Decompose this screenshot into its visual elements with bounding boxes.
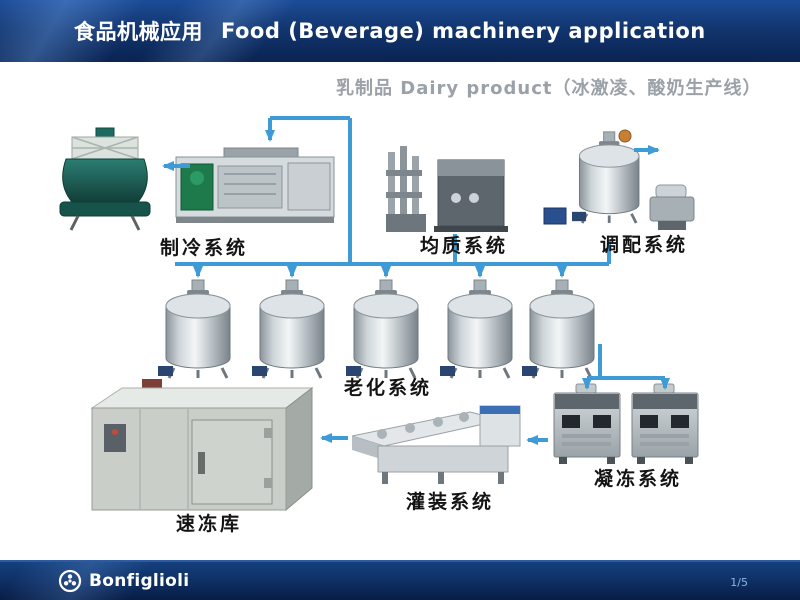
mixer-motor [618, 129, 632, 143]
title-en: Food (Beverage) machinery application [221, 19, 706, 43]
aging-tank-1 [156, 278, 232, 380]
freezer-room [90, 379, 314, 512]
label-freezing-system: 凝冻系统 [594, 468, 683, 490]
label-aging-system: 老化系统 [344, 377, 433, 399]
label-blending-system: 调配系统 [600, 234, 689, 256]
brand-name: Bonfiglioli [89, 571, 190, 591]
colloid-mill [649, 184, 695, 230]
filling-machine [351, 405, 521, 484]
blending-tank [570, 130, 641, 225]
feed-pump [543, 207, 567, 225]
label-homogenizing-system: 均质系统 [420, 235, 509, 257]
chiller-unit [175, 147, 335, 223]
aging-tank-5 [520, 278, 596, 380]
label-filling-system: 灌装系统 [406, 491, 495, 513]
aging-tank-3 [344, 278, 420, 380]
subtitle: 乳制品 Dairy product（冰激凌、酸奶生产线） [336, 78, 762, 99]
title-zh: 食品机械应用 [74, 20, 203, 44]
blending-system [543, 129, 695, 230]
aging-tank-4 [438, 278, 514, 380]
flow-arrows [162, 116, 670, 445]
freezing-cabinet-1 [553, 383, 621, 465]
slide-header: 食品机械应用 Food (Beverage) machinery applica… [0, 0, 800, 62]
aging-tanks [156, 278, 596, 380]
aging-tank-2 [250, 278, 326, 380]
bonfiglioli-logo-icon [58, 569, 82, 593]
page-title: 食品机械应用 Food (Beverage) machinery applica… [74, 0, 706, 62]
page-number: 1/5 [730, 576, 748, 589]
slide-footer: Bonfiglioli 1/5 [0, 560, 800, 600]
bonfiglioli-logo: Bonfiglioli [58, 562, 189, 600]
label-cooling-system: 制冷系统 [160, 237, 249, 259]
label-quick-freezing-room: 速冻库 [176, 513, 243, 535]
freezing-cabinet-2 [631, 383, 699, 465]
homogenizer [386, 146, 508, 232]
cooling-tower [59, 127, 151, 231]
